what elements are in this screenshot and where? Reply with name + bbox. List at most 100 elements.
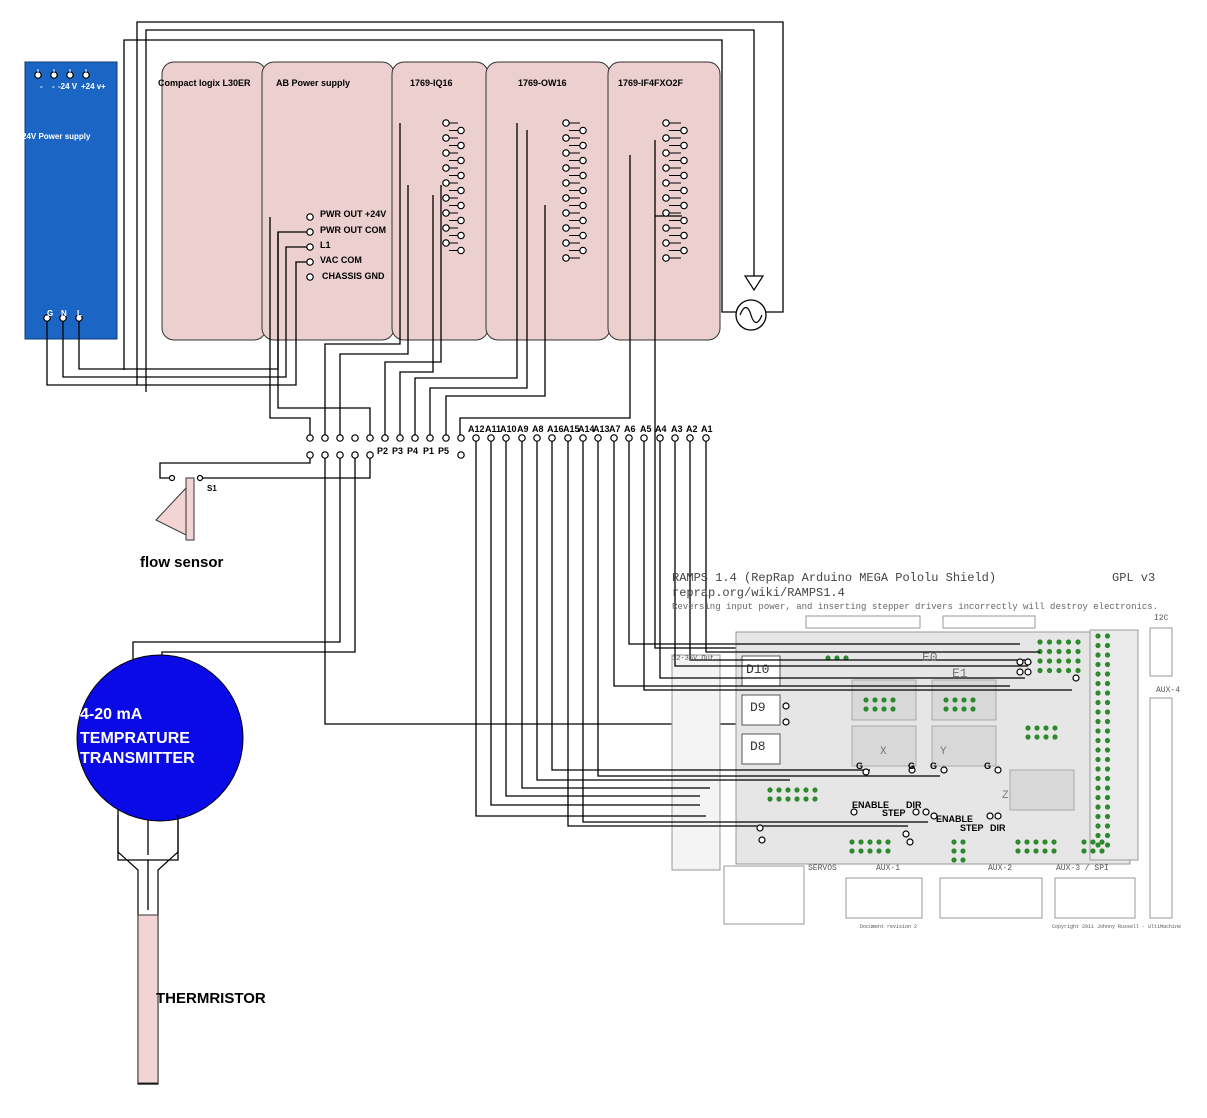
ramps-pin	[902, 830, 910, 838]
psu-bottom-terminal	[75, 314, 83, 322]
ramps-pin	[862, 768, 870, 776]
p-label: P5	[438, 446, 450, 456]
ramps-header-pin	[885, 839, 891, 845]
output-terminal	[579, 231, 587, 240]
output-terminal	[562, 164, 570, 172]
input-terminal	[457, 141, 465, 150]
plc-psu-module	[261, 61, 395, 341]
connector-a-terminal	[640, 434, 648, 442]
input-terminal	[457, 171, 465, 180]
plc-cpu-module	[161, 61, 267, 341]
ramps-header-pin	[1104, 699, 1111, 706]
ramps-pin	[1016, 658, 1024, 666]
a-label: A16	[547, 424, 564, 434]
ramps-header-pin	[1095, 728, 1101, 734]
ramps-signal-wire	[505, 441, 700, 797]
p-label: P3	[392, 446, 404, 456]
connector-a-terminal	[610, 434, 618, 442]
connector-bottom-terminal	[366, 451, 374, 459]
ramps-header-pin	[1081, 839, 1087, 845]
pin-g-3: G	[930, 761, 938, 771]
ramps-header-pin	[849, 839, 855, 845]
ramps-wiring	[475, 441, 1072, 827]
ramps-header-pin	[1104, 661, 1111, 668]
output-terminal	[579, 246, 587, 255]
plc-output-module	[485, 61, 611, 341]
ramps-header-pin	[1065, 667, 1072, 674]
ramps-header-pin	[1104, 813, 1111, 820]
ramps-header-pin	[1104, 642, 1111, 649]
ramps-aux1: AUX-1	[876, 864, 901, 873]
ramps-pin	[782, 702, 790, 710]
thermistor-label: THERMRISTOR	[156, 990, 266, 1007]
ramps-header-pin	[1104, 823, 1111, 829]
p-label: P4	[407, 446, 419, 456]
ramps-header-pin	[1104, 709, 1111, 715]
ramps-header-pin	[1095, 709, 1101, 715]
terminals	[34, 69, 1080, 846]
psu-terminal-label-1: -	[40, 82, 43, 91]
ramps-header-pin	[881, 697, 887, 703]
ramps-e0: E0	[922, 650, 938, 665]
ramps-header-pin	[1095, 823, 1101, 829]
ramps-header-pin	[952, 706, 958, 712]
input-terminal	[442, 239, 450, 247]
ramps-signal-wire	[536, 441, 790, 781]
connector-bottom-terminal	[336, 451, 344, 459]
ramps-signal-wire	[705, 441, 1040, 653]
a-label: A8	[532, 424, 544, 434]
ramps-header-pin	[970, 706, 976, 712]
ramps-pin	[908, 766, 916, 774]
analog-terminal	[680, 171, 688, 180]
ramps-header-pin	[1075, 658, 1081, 664]
ramps-header-pin	[1095, 747, 1101, 753]
output-terminal	[562, 239, 570, 247]
a-label: A10	[500, 424, 517, 434]
ramps-header-pin	[1051, 848, 1057, 854]
ramps-header-pin	[1104, 842, 1111, 848]
output-terminal	[562, 119, 570, 127]
ramps-header-pin	[1095, 661, 1101, 668]
ramps-header-pin	[1034, 725, 1040, 731]
connector-a-terminal	[702, 434, 710, 442]
analog-terminal	[662, 119, 670, 127]
ramps-board	[671, 615, 1173, 925]
ramps-header-pin	[960, 857, 966, 863]
output-terminal	[562, 179, 570, 187]
ramps-header-pin	[1095, 680, 1101, 687]
psu-pwr-out-com: PWR OUT COM	[320, 225, 386, 235]
output-terminal	[562, 194, 570, 202]
ramps-header-pin	[1095, 794, 1101, 801]
ramps-header-pin	[803, 787, 809, 793]
ramps-header-pin	[803, 796, 809, 802]
ramps-url: reprap.org/wiki/RAMPS1.4	[672, 586, 845, 600]
psu-top-terminal	[66, 71, 74, 79]
ramps-pin	[1024, 668, 1032, 676]
psu-l-label: L	[77, 309, 82, 318]
ramps-header-pin	[1065, 658, 1072, 664]
ramps-header-pin	[951, 848, 957, 854]
ramps-header-pin	[1104, 775, 1111, 782]
ramps-header-pin	[1075, 639, 1081, 645]
ramps-signal-wire	[643, 441, 1072, 691]
ramps-header-pin	[951, 839, 957, 845]
ramps-signal-wire	[674, 441, 1028, 667]
ramps-header-pin	[1095, 756, 1101, 763]
ramps-d8: D8	[750, 739, 766, 754]
ramps-header-pin	[1056, 648, 1062, 655]
ramps-header-pin	[1056, 658, 1062, 664]
pin-dir-1: DIR	[906, 800, 922, 810]
analog-terminal	[662, 254, 670, 262]
transmitter-line-1: 4-20 mA	[80, 706, 143, 723]
psu-chassis-gnd: CHASSIS GND	[322, 271, 385, 281]
ramps-header-pin	[961, 706, 967, 712]
a-label: A7	[609, 424, 621, 434]
ramps-header-pin	[1104, 747, 1111, 753]
ramps-header-pin	[794, 787, 800, 793]
pin-enable-1: ENABLE	[852, 800, 890, 810]
a-label: A1	[701, 424, 713, 434]
ramps-header-pin	[1095, 699, 1101, 706]
ramps-pin	[994, 812, 1002, 820]
pin-dir-2: DIR	[990, 823, 1006, 833]
input-terminal	[442, 194, 450, 202]
